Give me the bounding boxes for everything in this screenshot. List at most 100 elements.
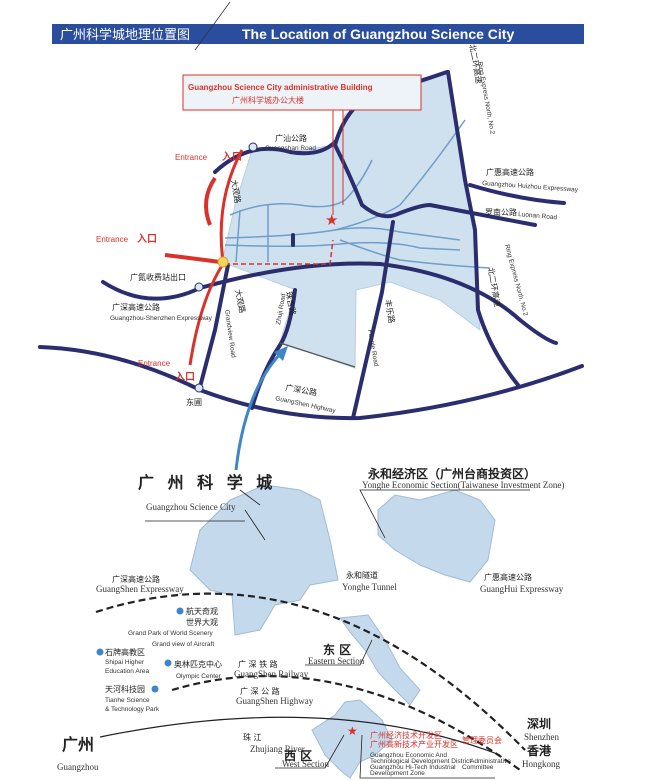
title-bar: 广州科学城地理位置图 The Location of Guangzhou Sci… bbox=[52, 24, 584, 44]
entrance-label: Entrance bbox=[96, 235, 129, 244]
poi-dot-icon bbox=[164, 659, 172, 667]
title-background bbox=[52, 24, 584, 44]
dongpu-label: 东圃 bbox=[186, 397, 202, 407]
world-scenery-en2: Grand view of Aircraft bbox=[152, 641, 214, 648]
junction-icon bbox=[194, 282, 204, 292]
guangshen-exp-en: Guangzhou-Shenzhen Expressway bbox=[110, 315, 213, 322]
science-city-cn: 广 州 科 学 城 bbox=[138, 473, 276, 492]
tianhe-en2: & Technology Park bbox=[105, 706, 160, 713]
eastern-en: Eastern Section bbox=[308, 656, 365, 666]
guanghui-exp-cn: 广惠高速公路 bbox=[484, 572, 532, 582]
internal-roads bbox=[224, 119, 491, 269]
entrance-label: Entrance bbox=[138, 359, 171, 368]
guangshan-road-en: Guangshan Road bbox=[265, 145, 316, 152]
ring-north-cn-2: 北二环高速 bbox=[486, 267, 503, 308]
arrow-head-icon bbox=[274, 346, 288, 361]
getdd-cn1: 广州经济技术开发区 bbox=[370, 730, 442, 740]
west-cn: 西 区 bbox=[284, 749, 312, 763]
shenzhen-en: Shenzhen bbox=[524, 732, 559, 742]
entrance-label-cn: 入口 bbox=[137, 233, 157, 245]
getdd-en1: Guangzhou Economic And bbox=[370, 752, 447, 759]
guangshen-hwy-cn: 广深公路 bbox=[285, 382, 318, 397]
admin-building-chinese: 广州科学城办公大楼 bbox=[232, 95, 304, 105]
junction-icon bbox=[248, 142, 258, 152]
world-scenery-cn2: 世界大观 bbox=[186, 617, 218, 627]
daguan-cn: 大观路 bbox=[229, 179, 243, 204]
river-cn: 珠 江 bbox=[243, 732, 262, 742]
zhuji-cn: 珠吉路 bbox=[284, 291, 298, 316]
daguan-en: Grandview Road bbox=[223, 309, 237, 358]
lower-map: ★ bbox=[95, 484, 530, 779]
world-scenery-cn1: 航天奇观 bbox=[186, 606, 218, 616]
guangzhou-en: Guangzhou bbox=[57, 762, 99, 772]
guangzhou-cn: 广州 bbox=[62, 735, 94, 754]
science-city-shape bbox=[189, 484, 339, 636]
admin-building-english: Guangzhou Science City administrative Bu… bbox=[188, 83, 373, 92]
science-city-area bbox=[221, 71, 481, 369]
olympic-en: Olympic Center bbox=[176, 673, 222, 680]
eastern-cn: 东 区 bbox=[323, 642, 351, 657]
lower-labels: 广 州 科 学 城 Guangzhou Science City 永和经济区（广… bbox=[57, 466, 564, 777]
railway-cn: 广 深 铁 路 bbox=[238, 659, 278, 669]
star-icon: ★ bbox=[347, 724, 358, 738]
river-en: Zhujiang River bbox=[250, 744, 305, 754]
poi-dot-icon bbox=[151, 685, 159, 693]
junction-icon bbox=[194, 383, 204, 393]
hongkong-cn: 香港 bbox=[526, 743, 552, 758]
science-city-en: Guangzhou Science City bbox=[146, 502, 236, 512]
entrance-label: Entrance bbox=[175, 153, 208, 162]
yonghe-en: Yonghe Economic Section(Taiwanese Invest… bbox=[362, 480, 564, 490]
tianhe-cn: 天河科技园 bbox=[105, 684, 145, 694]
getdd-en2: Technological Development District bbox=[370, 758, 471, 765]
tianhe-en1: Tianhe Science bbox=[105, 697, 150, 704]
yonghe-tunnel-cn: 永和隧道 bbox=[346, 570, 378, 580]
getdd-en5: Committee bbox=[462, 764, 494, 771]
yonghe-shape bbox=[377, 489, 496, 583]
luonan-cn: 罗南公路 bbox=[485, 207, 517, 217]
stray-line bbox=[194, 1, 231, 51]
guangshen-exp-cn: 广深高速公路 bbox=[112, 574, 160, 584]
highway-en: GuangShen Highway bbox=[236, 696, 314, 706]
daguan-cn-2: 大观路 bbox=[233, 288, 248, 314]
getdd-cn2: 广州高新技术产业开发区 bbox=[370, 739, 458, 749]
guangshan-road-cn: 广汕公路 bbox=[275, 133, 307, 143]
guangshen-exp-cn: 广深高速公路 bbox=[112, 302, 160, 312]
poi-dot-icon bbox=[96, 648, 104, 656]
luonan-en: Luonan Road bbox=[518, 211, 558, 221]
fengle-cn: 丰乐路 bbox=[383, 299, 397, 324]
shenzhen-cn: 深圳 bbox=[527, 716, 551, 731]
arrow-blue bbox=[234, 350, 284, 471]
yonghe-tunnel-en: Yonghe Tunnel bbox=[342, 582, 397, 592]
ring-north-en: Ring Express North, No.2 bbox=[476, 61, 496, 135]
getdd-en6: Development Zone bbox=[370, 770, 425, 777]
railway-en: GuangShen Railway bbox=[234, 669, 309, 679]
title-chinese: 广州科学城地理位置图 bbox=[60, 27, 190, 43]
getdd-cn3: 管理委员会 bbox=[462, 735, 502, 745]
poi-dot-icon bbox=[176, 607, 184, 615]
guanghui-cn: 广惠高速公路 bbox=[486, 167, 534, 177]
zhujiang-river-line bbox=[99, 716, 501, 756]
guangshen-railway-line bbox=[171, 675, 521, 771]
shipai-cn: 石牌高教区 bbox=[105, 647, 145, 657]
yonghe-cn: 永和经济区（广州台商投资区） bbox=[367, 466, 536, 481]
eastern-section-shape bbox=[339, 614, 421, 706]
guanghui-exp-en: GuangHui Expressway bbox=[480, 584, 564, 594]
highway-cn: 广 深 公 路 bbox=[240, 686, 280, 696]
title-english: The Location of Guangzhou Science City bbox=[242, 26, 514, 42]
star-icon: ★ bbox=[325, 211, 338, 229]
toll-exit-label: 广氮收费站出口 bbox=[130, 272, 186, 282]
admin-building-callout: Guangzhou Science City administrative Bu… bbox=[182, 74, 422, 229]
zhuji-en: Zhuji Road bbox=[275, 293, 287, 326]
entrance-label-cn: 入口 bbox=[222, 151, 242, 163]
guangshen-expressway-line bbox=[95, 592, 526, 751]
hongkong-en: Hongkong bbox=[522, 759, 560, 769]
entrance-junction-icon bbox=[217, 256, 229, 268]
shipai-en1: Shipai Higher bbox=[105, 659, 145, 666]
getdd-en4: Guangzhou Hi-Tech Industrial bbox=[370, 764, 456, 771]
getdd-en3: Administrative bbox=[470, 758, 511, 765]
shipai-en2: Education Area bbox=[105, 668, 149, 675]
entrance-label-cn: 入口 bbox=[175, 371, 195, 383]
entrance-markers bbox=[164, 142, 334, 393]
west-en: West Section bbox=[282, 759, 330, 769]
